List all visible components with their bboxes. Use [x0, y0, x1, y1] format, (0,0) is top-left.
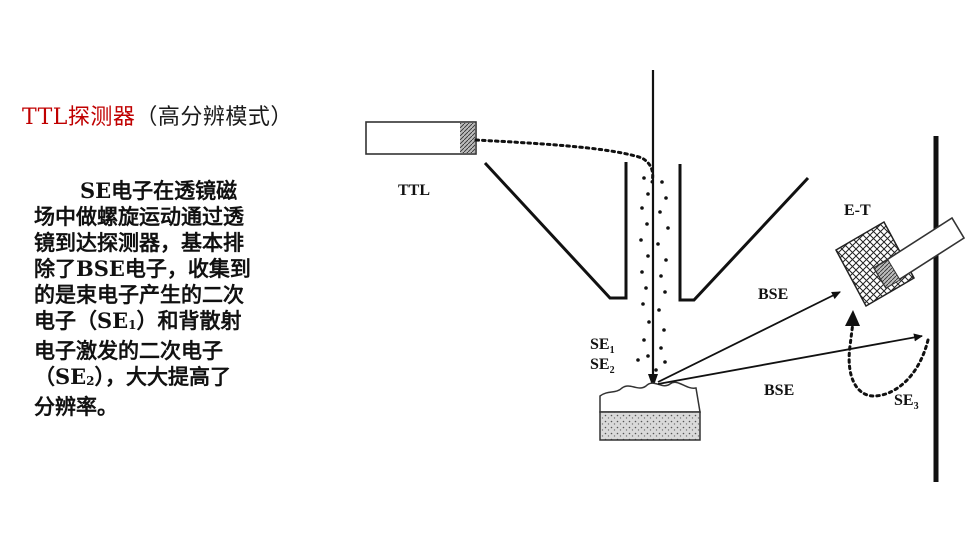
et-label: E-T: [844, 202, 871, 219]
primary-beam-arrowhead: [648, 374, 658, 388]
desc-line-6-sub: 1: [128, 318, 137, 332]
desc-line-4: 除了BSE电子，收集到: [34, 256, 251, 281]
desc-line-7: 电子激发的二次电子: [34, 338, 223, 363]
se3-text: SE: [894, 392, 914, 409]
se1-label: SE1: [590, 336, 615, 356]
desc-line-9: 分辨率。: [34, 394, 118, 419]
se2-label: SE2: [590, 356, 615, 376]
desc-line-1: SE电子在透镜磁: [80, 178, 238, 203]
bse-label-lower: BSE: [764, 382, 794, 399]
se2-subscript: 2: [610, 365, 615, 376]
et-detector: [834, 216, 966, 308]
se3-arrowhead: [845, 310, 860, 326]
se1-subscript: 1: [610, 345, 615, 356]
desc-line-8b: ），大大提高了: [94, 364, 232, 389]
se3-subscript: 3: [914, 401, 919, 412]
bse-label-upper: BSE: [758, 286, 788, 303]
desc-line-8-sub: 2: [86, 374, 95, 388]
se2-text: SE: [590, 356, 610, 373]
title-high-resolution-mode: （高分辨模式）: [135, 105, 293, 130]
desc-line-3: 镜到达探测器，基本排: [34, 230, 244, 255]
desc-line-2: 场中做螺旋运动通过透: [34, 204, 244, 229]
se3-label: SE3: [894, 392, 919, 412]
se1-text: SE: [590, 336, 610, 353]
sample: [599, 381, 701, 441]
title-ttl-detector: TTL探测器: [22, 105, 136, 130]
spiral-se-dots: [636, 176, 670, 372]
description-paragraph: SE电子在透镜磁 场中做螺旋运动通过透 镜到达探测器，基本排 除了BSE电子，收…: [34, 178, 334, 420]
lens-pole-right: [678, 164, 810, 302]
bse-arrow-lower: [657, 333, 923, 385]
desc-line-6b: ）和背散射: [136, 308, 242, 333]
ttl-detector: [365, 121, 477, 155]
desc-line-8a: （SE: [34, 364, 87, 389]
slide-title: TTL探测器（高分辨模式）: [22, 99, 293, 131]
desc-line-6a: 电子（SE: [34, 308, 129, 333]
bse-arrow-upper: [657, 291, 841, 383]
sem-ttl-diagram: TTL SE1 SE2 BSE BSE E-T SE3: [365, 70, 966, 482]
desc-line-5: 的是束电子产生的二次: [34, 282, 244, 307]
ttl-label: TTL: [398, 182, 430, 199]
se3-path: [847, 320, 930, 398]
lens-pole-left: [483, 161, 628, 300]
